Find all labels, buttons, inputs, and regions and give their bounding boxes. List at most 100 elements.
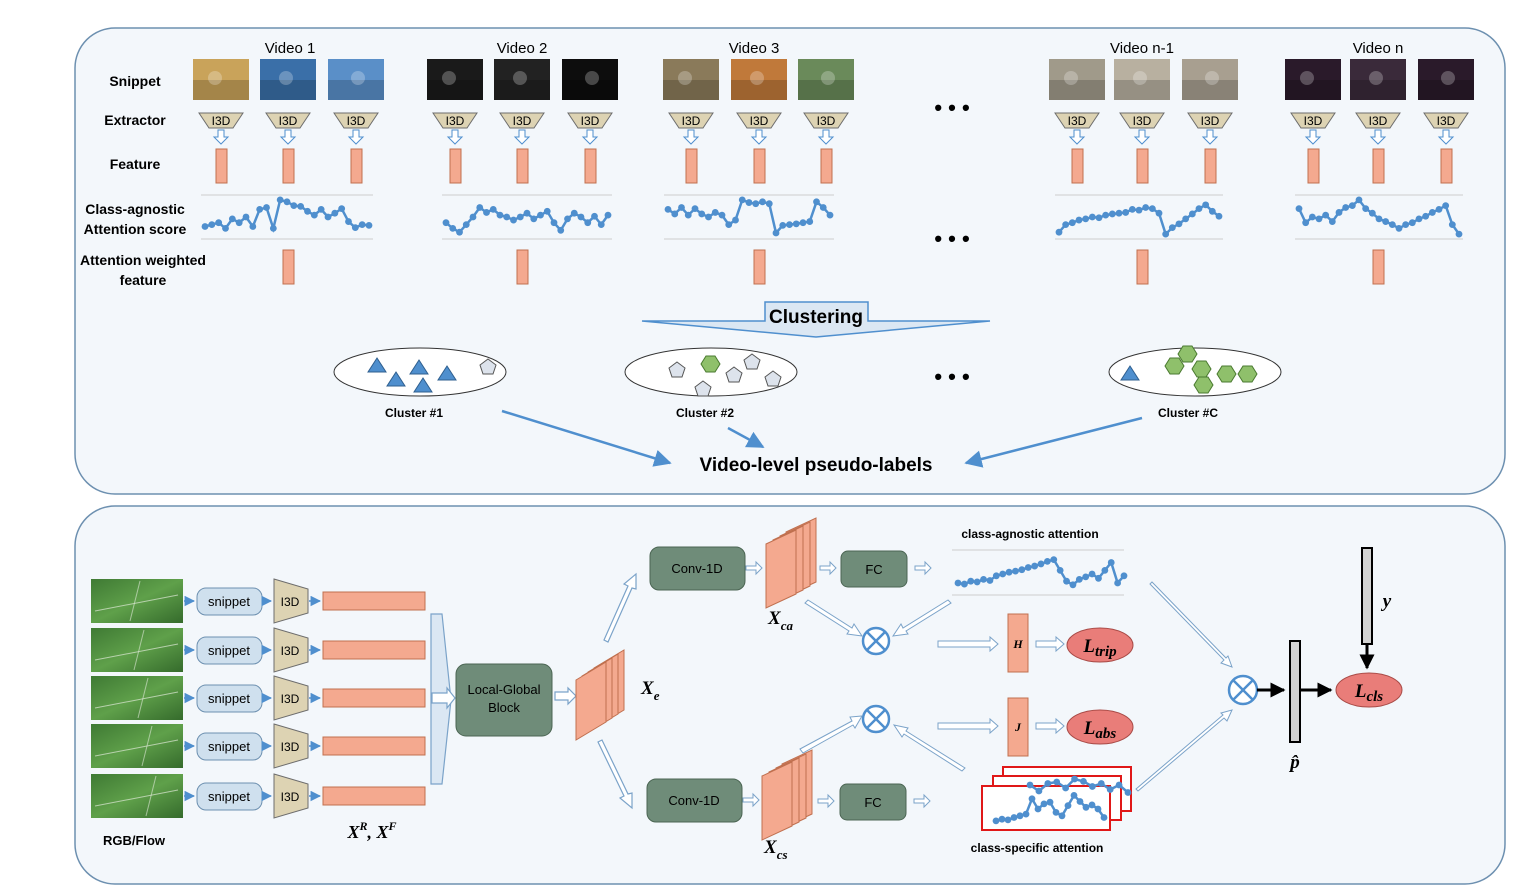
video-title: Video 2 xyxy=(497,40,548,57)
feature-bar xyxy=(322,640,426,660)
arrow-fc-to-specific xyxy=(913,793,931,809)
arrow-clusterc-to-labels xyxy=(964,416,1143,468)
j-label: J xyxy=(1014,720,1022,734)
triangle-icon xyxy=(409,359,429,375)
attention-point xyxy=(1094,805,1102,813)
attention-point xyxy=(1082,573,1090,581)
triangle-icon xyxy=(386,371,406,387)
feature-bar xyxy=(322,688,426,708)
conv1d-bottom xyxy=(646,778,743,823)
attention-point xyxy=(1070,792,1078,799)
attention-point xyxy=(1114,579,1122,587)
snippet-box: snippet xyxy=(196,684,263,713)
attention-point xyxy=(1142,204,1150,211)
attention-point xyxy=(1335,209,1343,216)
attention-point xyxy=(826,211,834,219)
down-arrow-icon xyxy=(279,129,297,145)
cluster-c xyxy=(1108,345,1282,397)
snippet-label: snippet xyxy=(208,643,250,658)
attention-point xyxy=(235,219,243,227)
ellipsis-clusters: • • • xyxy=(934,364,969,389)
attention-point xyxy=(1088,570,1096,578)
i3d-extractor: I3D xyxy=(1355,112,1401,129)
arrow-conv-to-xca xyxy=(745,560,763,576)
multiply-icon-final xyxy=(1227,674,1259,706)
attention-point xyxy=(1075,216,1083,224)
attention-point xyxy=(725,221,733,229)
attention-point xyxy=(1044,780,1052,787)
arrow-j-to-labs xyxy=(1035,717,1065,735)
snippet-thumbnail xyxy=(1182,59,1238,100)
attention-point xyxy=(1402,221,1410,229)
attention-point xyxy=(1022,810,1030,818)
fc-top-label: FC xyxy=(865,562,882,577)
row-label-snippet: Snippet xyxy=(109,73,161,89)
attention-point xyxy=(1148,205,1156,213)
i3d-label: I3D xyxy=(1133,114,1152,128)
feature-bar xyxy=(350,148,363,184)
attention-point xyxy=(489,206,497,213)
attention-point xyxy=(550,219,558,227)
attention-point xyxy=(1080,778,1087,785)
feature-bar xyxy=(584,148,597,184)
attention-point xyxy=(269,225,277,232)
snippet-thumbnail xyxy=(663,59,719,100)
arrow-agnostic-to-final xyxy=(1149,581,1233,668)
attention-point xyxy=(256,206,264,213)
attention-point xyxy=(1135,206,1143,214)
i3d-label: I3D xyxy=(281,595,300,609)
video-title: Video n xyxy=(1353,40,1404,57)
attention-point xyxy=(1362,205,1370,213)
multiply-icon-bottom xyxy=(861,704,891,734)
attention-curve xyxy=(1055,201,1223,238)
arrow-xe-to-conv-top xyxy=(603,572,637,643)
fc-bottom-label: FC xyxy=(864,795,881,810)
class-specific-attention-title: class-specific attention xyxy=(971,841,1104,855)
attention-point xyxy=(1442,202,1450,210)
attention-point xyxy=(1034,805,1042,813)
frame-thumbnail xyxy=(91,676,183,720)
triangle-icon xyxy=(437,365,457,381)
attention-point xyxy=(249,223,257,230)
i3d-label: I3D xyxy=(817,114,836,128)
multiply-icon-top xyxy=(861,626,891,656)
attention-point xyxy=(1368,209,1376,217)
p-hat-label: p̂ xyxy=(1288,752,1300,773)
attention-point xyxy=(1355,196,1363,204)
pentagon-icon xyxy=(764,370,782,387)
attention-point xyxy=(1018,566,1026,574)
down-arrow-icon xyxy=(1369,129,1387,145)
attention-point xyxy=(537,211,544,219)
attention-point xyxy=(999,570,1007,578)
attention-point xyxy=(510,216,517,224)
row-label-attention-1: Class-agnostic xyxy=(85,201,185,217)
loss-abs xyxy=(1066,709,1134,745)
i3d-extractor: I3D xyxy=(273,627,309,673)
attention-point xyxy=(998,815,1006,823)
weighted-feature-bar xyxy=(516,249,529,285)
attention-point xyxy=(1052,809,1060,816)
attention-point xyxy=(1102,211,1110,219)
attention-point xyxy=(1295,205,1303,213)
triangle-icon xyxy=(1120,365,1140,381)
attention-point xyxy=(496,211,504,219)
down-arrow-icon xyxy=(1304,129,1322,145)
feature-bar xyxy=(516,148,529,184)
i3d-label: I3D xyxy=(281,740,300,754)
attention-point xyxy=(1071,775,1078,783)
attention-point xyxy=(1175,220,1183,228)
attention-point xyxy=(1162,230,1170,238)
cluster-2 xyxy=(624,347,798,397)
snippet-thumbnail xyxy=(1350,59,1406,100)
attention-point xyxy=(1155,209,1163,217)
attention-point xyxy=(1062,221,1070,229)
frame-thumbnail xyxy=(91,774,183,818)
hexagon-icon xyxy=(1193,376,1214,394)
arrow-xca-to-multiply xyxy=(804,599,864,637)
attention-point xyxy=(1115,209,1123,217)
down-arrow-icon xyxy=(750,129,768,145)
attention-point xyxy=(1026,781,1034,789)
attention-point xyxy=(228,215,236,223)
